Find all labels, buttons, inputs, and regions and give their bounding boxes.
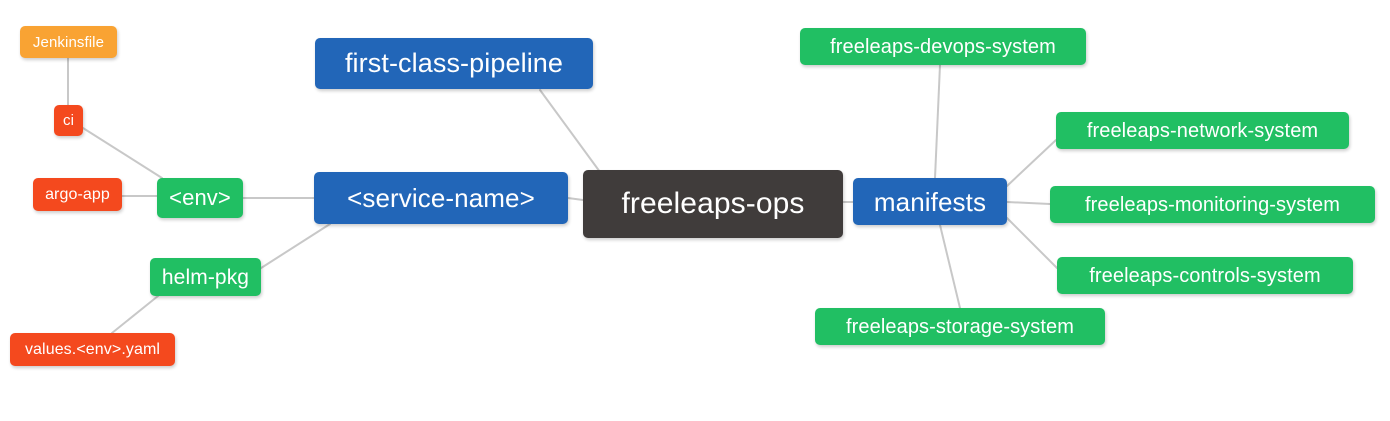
node-helm-pkg[interactable]: helm-pkg: [150, 258, 261, 296]
node-label-manifests: manifests: [873, 186, 987, 217]
node-label-argo-app: argo-app: [45, 185, 110, 203]
edge-manifests-to-freeleaps-network-system: [1006, 139, 1057, 187]
node-label-jenkinsfile: Jenkinsfile: [32, 33, 105, 51]
node-jenkinsfile[interactable]: Jenkinsfile: [20, 26, 117, 58]
node-argo-app[interactable]: argo-app: [33, 178, 122, 211]
edge-freeleaps-ops-to-service-name: [567, 197, 584, 201]
node-manifests[interactable]: manifests: [853, 178, 1007, 225]
node-ci[interactable]: ci: [54, 105, 83, 136]
node-label-first-class-pipeline: first-class-pipeline: [344, 48, 564, 78]
edge-helm-pkg-to-values-env-yaml: [111, 295, 159, 334]
node-values-env-yaml[interactable]: values.<env>.yaml: [10, 333, 175, 366]
edge-manifests-to-freeleaps-controls-system: [1006, 217, 1058, 269]
node-freeleaps-monitoring-system[interactable]: freeleaps-monitoring-system: [1050, 186, 1375, 223]
node-label-values-env-yaml: values.<env>.yaml: [24, 340, 161, 358]
node-label-env: <env>: [169, 185, 231, 210]
node-freeleaps-storage-system[interactable]: freeleaps-storage-system: [815, 308, 1105, 345]
edge-env-to-ci: [82, 127, 163, 179]
edge-manifests-to-freeleaps-storage-system: [939, 224, 961, 309]
node-label-freeleaps-ops: freeleaps-ops: [621, 187, 805, 220]
node-label-freeleaps-devops-system: freeleaps-devops-system: [830, 35, 1056, 58]
edge-manifests-to-freeleaps-monitoring-system: [1006, 201, 1051, 205]
node-freeleaps-devops-system[interactable]: freeleaps-devops-system: [800, 28, 1086, 65]
edge-service-name-to-helm-pkg: [257, 223, 331, 271]
node-label-helm-pkg: helm-pkg: [161, 265, 250, 289]
node-label-freeleaps-network-system: freeleaps-network-system: [1086, 119, 1319, 142]
node-freeleaps-network-system[interactable]: freeleaps-network-system: [1056, 112, 1349, 149]
edge-freeleaps-ops-to-first-class-pipeline: [539, 89, 601, 173]
node-service-name[interactable]: <service-name>: [314, 172, 568, 224]
node-label-ci: ci: [62, 112, 75, 129]
edge-manifests-to-freeleaps-devops-system: [934, 64, 941, 179]
node-label-freeleaps-controls-system: freeleaps-controls-system: [1089, 264, 1321, 287]
node-freeleaps-controls-system[interactable]: freeleaps-controls-system: [1057, 257, 1353, 294]
node-freeleaps-ops[interactable]: freeleaps-ops: [583, 170, 843, 238]
node-label-freeleaps-storage-system: freeleaps-storage-system: [845, 315, 1075, 338]
node-label-freeleaps-monitoring-system: freeleaps-monitoring-system: [1084, 193, 1340, 216]
node-first-class-pipeline[interactable]: first-class-pipeline: [315, 38, 593, 89]
node-env[interactable]: <env>: [157, 178, 243, 218]
node-label-service-name: <service-name>: [347, 183, 535, 213]
